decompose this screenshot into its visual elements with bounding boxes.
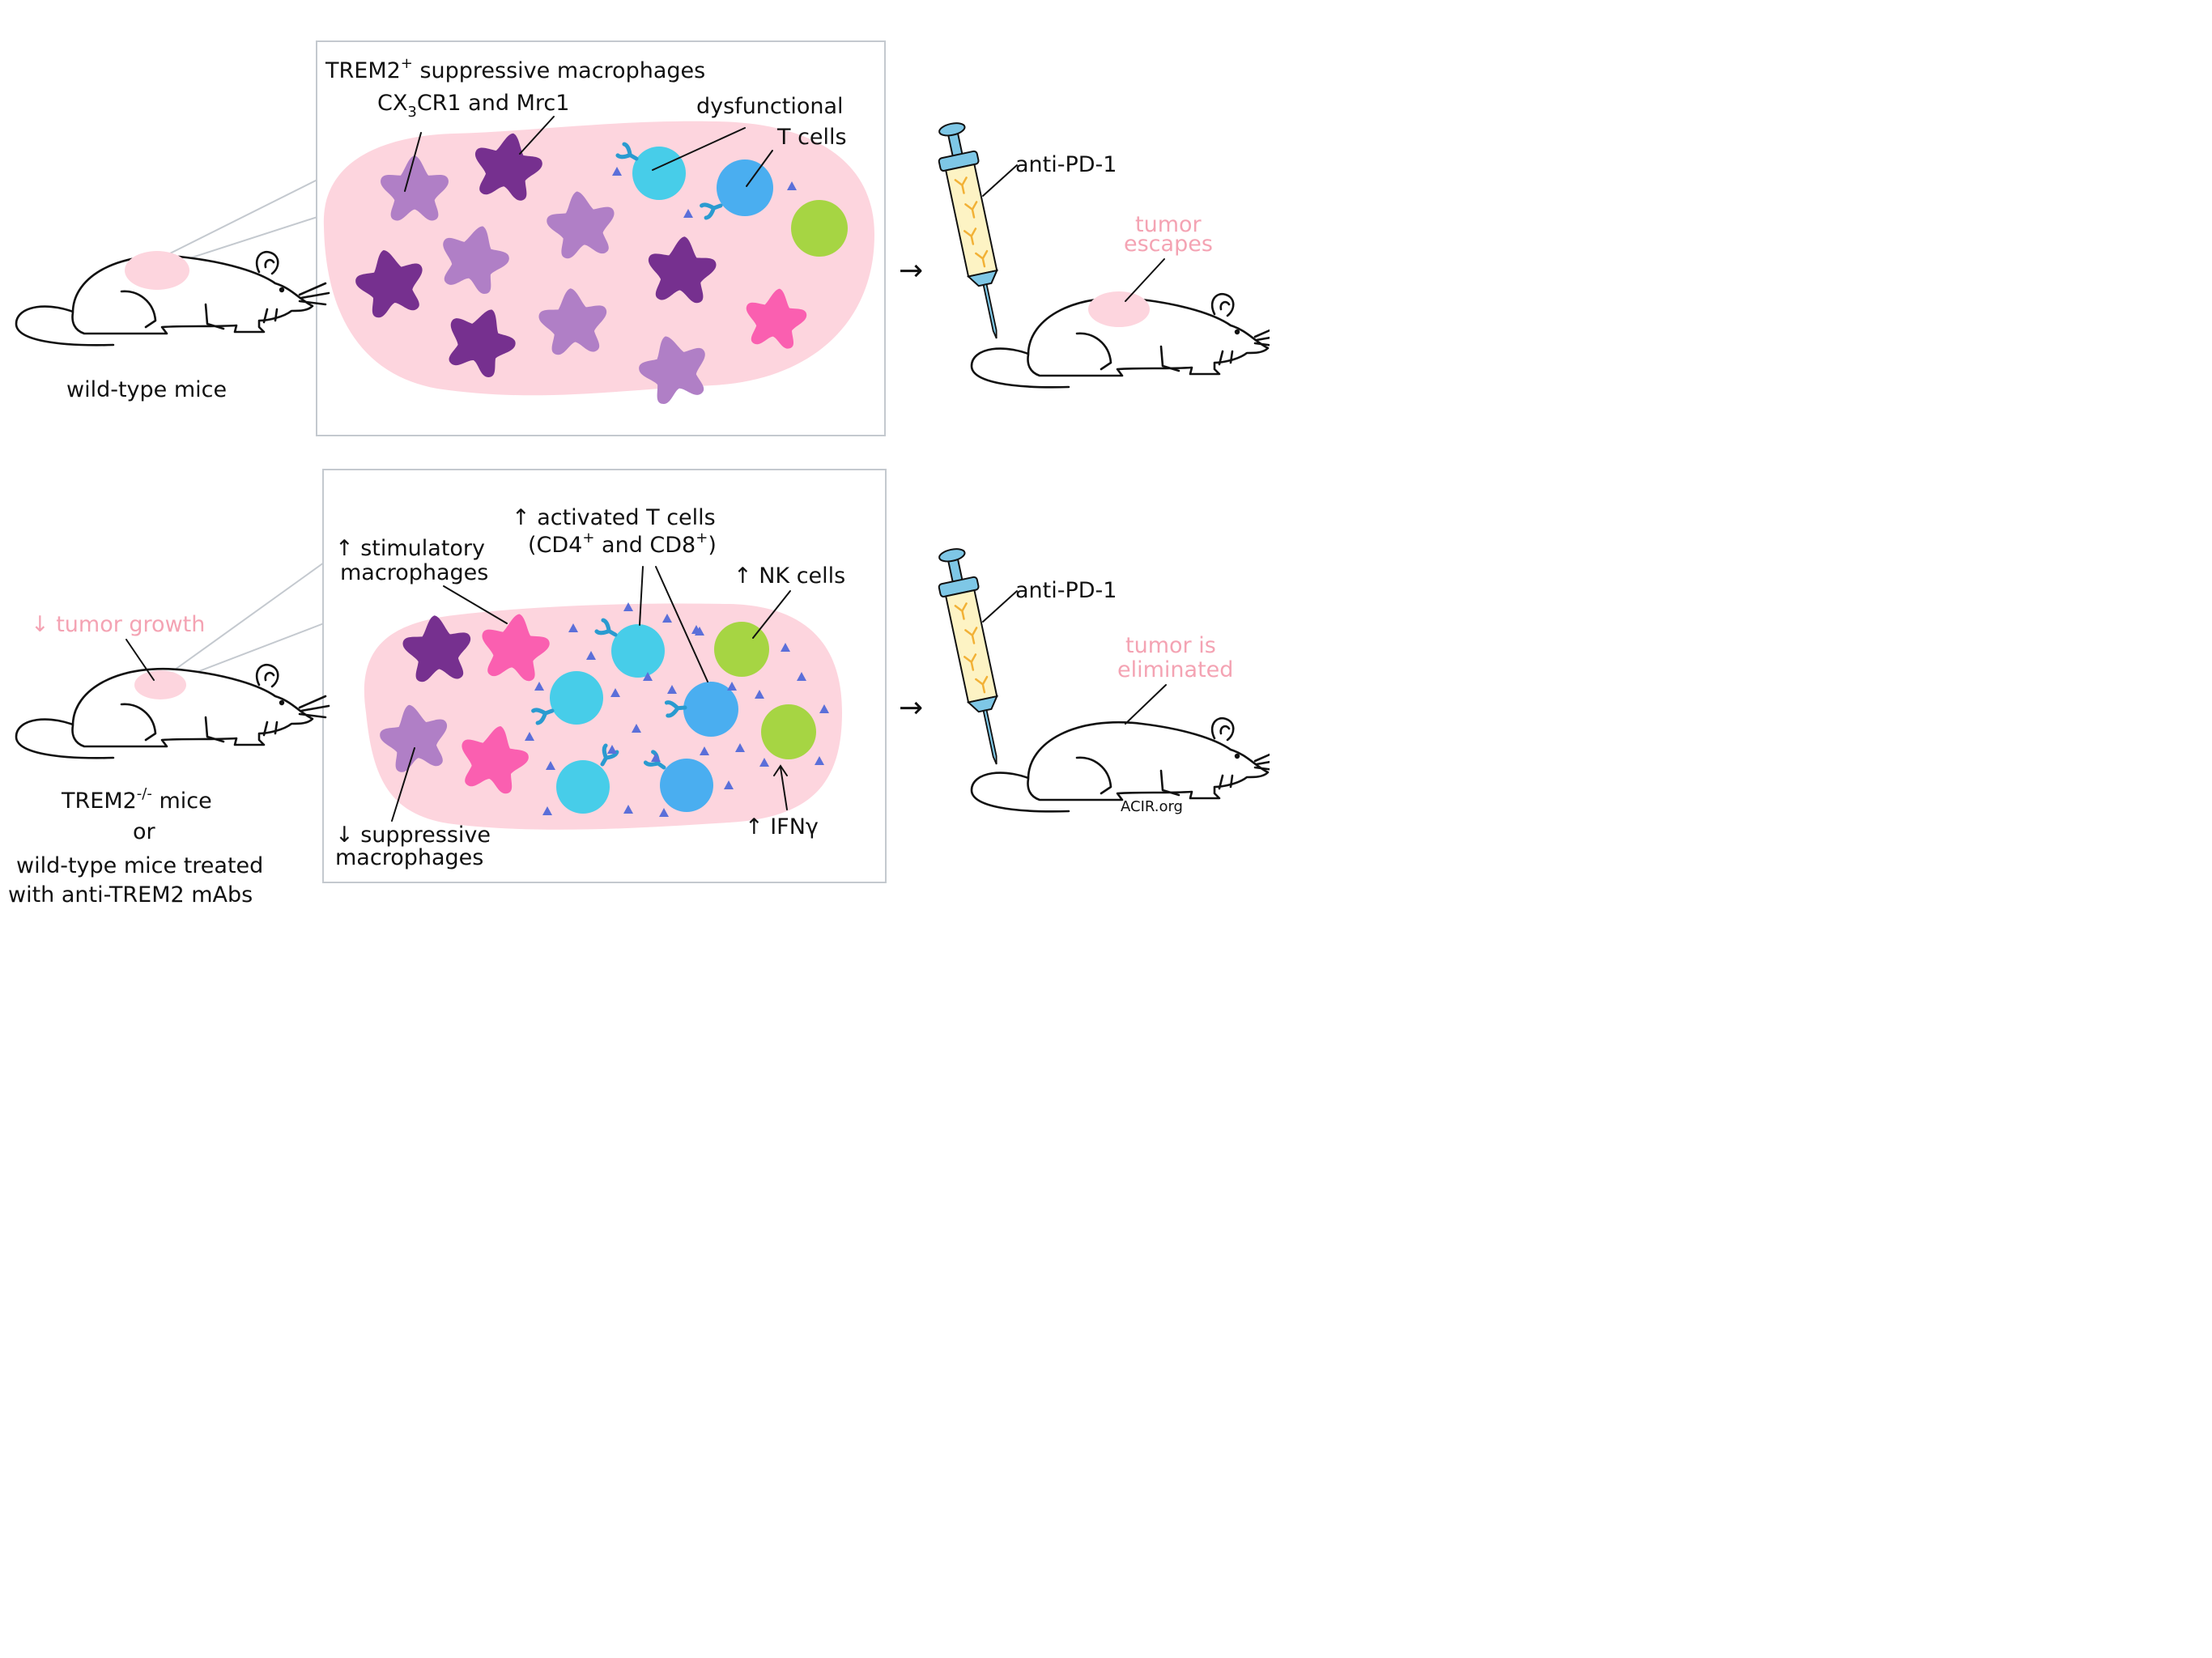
activated-t-cell (556, 760, 610, 814)
or-label: or (133, 819, 156, 844)
cx3cr1-label: CX3CR1 and Mrc1 (377, 91, 569, 121)
activated-t-cell (683, 682, 738, 737)
dysfunctional-label-line1: dysfunctional (696, 94, 844, 119)
mouse-tumor (1088, 291, 1150, 327)
mouse-tumor (125, 251, 189, 290)
stimulatory-label-line1: ↑ stimulatory (335, 536, 485, 561)
nk-cell (714, 622, 769, 677)
leader-stimulatory (443, 585, 508, 624)
dysfunctional-t-cell (632, 147, 686, 200)
figure-canvas: TREM2+ suppressive macrophages CX3CR1 an… (8, 40, 1270, 908)
tumor-eliminated-line2: eliminated (1117, 657, 1233, 682)
leader-dysfunctional-2 (746, 150, 773, 187)
ifn-gamma-label: ↑ IFNγ (745, 814, 819, 840)
anti-pd1-label-top: anti-PD-1 (1015, 152, 1117, 177)
mouse-tumor-small (134, 670, 186, 699)
bottom-arrow: → (899, 691, 923, 725)
leader-anti-pd1-top (982, 164, 1018, 197)
activated-t-cell (550, 671, 603, 725)
leader-nk (752, 590, 791, 639)
acir-credit: ACIR.org (1121, 798, 1183, 815)
anti-pd1-label-bottom: anti-PD-1 (1015, 578, 1117, 603)
trem2-suppressive-title: TREM2+ suppressive macrophages (325, 55, 705, 83)
dysfunctional-t-cell (717, 159, 773, 216)
activated-t-cells-line1: ↑ activated T cells (512, 505, 716, 530)
top-callout-upper (161, 179, 318, 258)
bottom-callout-upper (171, 562, 325, 673)
leader-mrc1 (519, 116, 555, 155)
tumor-escapes-line2: escapes (1124, 232, 1213, 257)
leader-cx3cr1 (404, 132, 422, 192)
activated-t-cells-line2: (CD4+ and CD8+) (528, 529, 717, 558)
top-tumor-blob (323, 121, 874, 396)
anti-pd1-syringe-bottom (930, 544, 1017, 770)
tumor-escapes-line1: tumor (1135, 212, 1202, 237)
leader-ifn (780, 767, 788, 810)
trem2-ko-label: TREM2-/- mice (61, 785, 212, 814)
top-arrow: → (899, 254, 923, 287)
nk-cells-label: ↑ NK cells (734, 563, 845, 589)
activated-t-cell (611, 624, 665, 678)
wild-type-mouse (15, 250, 330, 346)
anti-pd1-syringe-top (930, 118, 1017, 344)
leader-suppressive (391, 747, 415, 822)
leader-dysfunctional-1 (652, 127, 746, 171)
dysfunctional-label-line2: T cells (776, 125, 847, 150)
leader-anti-pd1-bottom (982, 590, 1018, 623)
tumor-eliminated-line1: tumor is (1125, 633, 1216, 658)
outcome-mouse-top (970, 291, 1270, 389)
bottom-panel: ↑ stimulatory macrophages ↑ activated T … (8, 469, 1270, 908)
leader-activated-2 (655, 566, 708, 682)
activated-t-cell (660, 759, 713, 812)
leader-activated-1 (639, 566, 644, 626)
tumor-growth-label: ↓ tumor growth (31, 612, 205, 637)
nk-cell (791, 200, 848, 257)
wt-treated-line1: wild-type mice treated (16, 853, 263, 878)
wt-treated-line2: with anti-TREM2 mAbs (8, 882, 253, 908)
leader-tumor-growth (125, 639, 155, 681)
leader-tumor-eliminated (1125, 684, 1167, 725)
trem2-knockout-mouse (15, 663, 330, 759)
suppressive-label-line1: ↓ suppressive (335, 823, 491, 848)
nk-cell (761, 704, 816, 759)
stimulatory-label-line2: macrophages (340, 560, 488, 585)
leader-tumor-escapes (1125, 258, 1165, 302)
top-panel: TREM2+ suppressive macrophages CX3CR1 an… (15, 40, 1270, 436)
leader-ifn-arrowhead (773, 764, 788, 776)
suppressive-label-line2: macrophages (335, 845, 483, 870)
wild-type-mice-label: wild-type mice (66, 377, 227, 402)
